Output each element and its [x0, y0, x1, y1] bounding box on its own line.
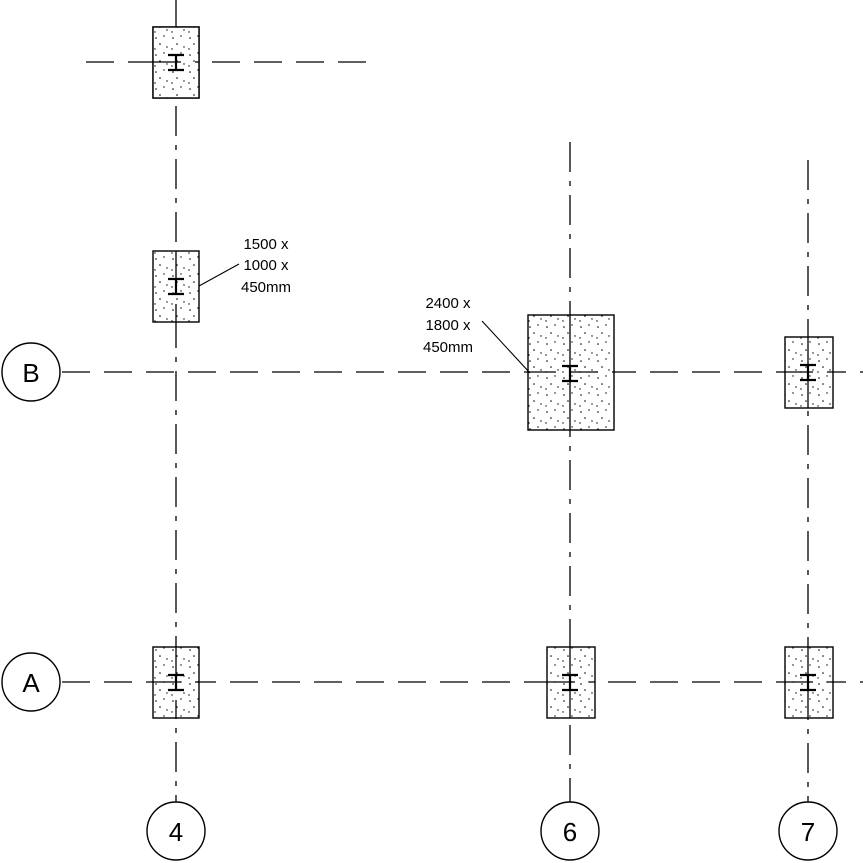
- annotation-large-line-1: 2400 x: [425, 295, 471, 312]
- annotation-large-footing: 2400 x 1800 x 450mm: [423, 295, 531, 374]
- grid-bubble-a: A: [1, 652, 61, 712]
- footing-a-6: [546, 646, 596, 719]
- annotation-large-line-2: 1800 x: [425, 317, 471, 334]
- grid-label-b: B: [22, 358, 39, 388]
- grid-label-6: 6: [563, 817, 577, 847]
- footing-b-minus-4: [152, 250, 200, 323]
- footing-a-7: [784, 646, 834, 719]
- grid-label-7: 7: [801, 817, 815, 847]
- grid-label-a: A: [22, 668, 40, 698]
- grid-bubble-6: 6: [540, 801, 600, 861]
- grid-bubble-b: B: [1, 342, 61, 402]
- annotation-small-footing: 1500 x 1000 x 450mm: [198, 236, 291, 296]
- grid-label-4: 4: [169, 817, 183, 847]
- footing-b-6: [527, 314, 615, 431]
- annotation-small-line-1: 1500 x: [243, 236, 289, 253]
- leader-large-footing: [481, 320, 531, 374]
- footing-b-7: [784, 336, 834, 409]
- grid-bubble-7: 7: [778, 801, 838, 861]
- annotation-large-line-3: 450mm: [423, 339, 473, 356]
- leader-small-footing: [198, 263, 240, 287]
- grid-bubble-4: 4: [146, 801, 206, 861]
- footing-a-4: [152, 646, 200, 719]
- footing-top-4: [152, 26, 200, 99]
- annotation-small-line-3: 450mm: [241, 279, 291, 296]
- annotation-small-line-2: 1000 x: [243, 257, 289, 274]
